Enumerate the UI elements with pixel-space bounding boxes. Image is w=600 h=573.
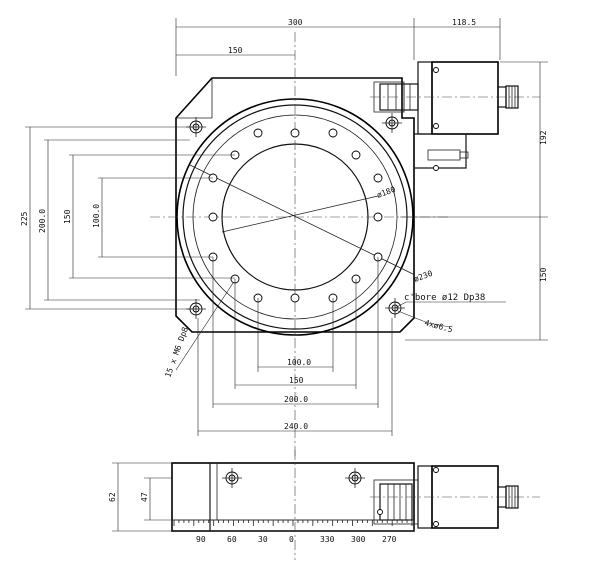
dim-118-5: 118.5 bbox=[452, 18, 476, 27]
dim-200-bottom: 200.0 bbox=[284, 395, 308, 404]
holes-4x-label: 4xø6.5 bbox=[423, 318, 453, 334]
scale-label: 330 bbox=[320, 535, 335, 544]
side-dimensions: 62 47 bbox=[108, 462, 172, 532]
top-dimensions: 300 118.5 150 bbox=[175, 18, 501, 76]
dim-62: 62 bbox=[108, 492, 117, 502]
counterbore-label: c'bore ø12 Dp38 bbox=[404, 293, 485, 303]
dim-phi230: ø230 bbox=[413, 269, 434, 284]
holes-15x-label: 15 x M6 Dp8 bbox=[163, 326, 190, 379]
dim-150-right: 150 bbox=[539, 267, 548, 282]
left-dimensions: 225 200.0 150 100.0 bbox=[20, 126, 235, 310]
dim-192-right: 192 bbox=[539, 130, 548, 145]
dim-100-left: 100.0 bbox=[92, 204, 101, 228]
dim-150-bottom: 150 bbox=[289, 376, 304, 385]
scale-label: 90 bbox=[196, 535, 206, 544]
scale-label: 0 bbox=[289, 535, 294, 544]
scale-label: 30 bbox=[258, 535, 268, 544]
dim-300: 300 bbox=[288, 18, 303, 27]
dim-240-bottom: 240.0 bbox=[284, 422, 308, 431]
dim-phi180: ø180 bbox=[376, 185, 397, 200]
dim-200-left: 200.0 bbox=[38, 209, 47, 233]
counterbore-note: c'bore ø12 Dp38 4xø6.5 bbox=[394, 293, 506, 334]
motor-assembly bbox=[370, 61, 540, 171]
top-view: 300 118.5 150 225 200.0 150 100.0 ø180 ø… bbox=[20, 18, 548, 458]
scale-label: 270 bbox=[382, 535, 397, 544]
dim-150-left: 150 bbox=[63, 209, 72, 224]
bottom-dimensions: 100.0 150 200.0 240.0 bbox=[197, 257, 393, 436]
dim-225: 225 bbox=[20, 211, 29, 226]
dim-47: 47 bbox=[140, 492, 149, 502]
dim-150-top: 150 bbox=[228, 46, 243, 55]
dim-100-bottom: 100.0 bbox=[287, 358, 311, 367]
right-dimensions: 192 150 bbox=[400, 61, 548, 341]
scale-label: 60 bbox=[227, 535, 237, 544]
scale-label: 300 bbox=[351, 535, 366, 544]
